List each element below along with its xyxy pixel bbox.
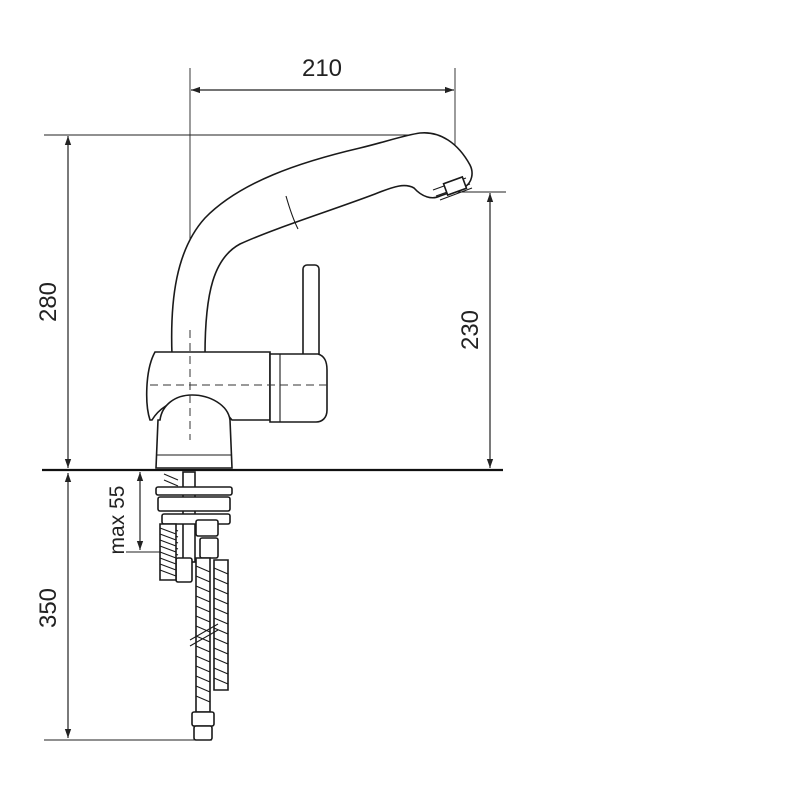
dimension-total-height: 280 [35,134,410,468]
cartridge-housing [269,353,328,423]
dimension-width-label: 210 [302,55,342,82]
mounting-assembly [155,471,233,583]
faucet [145,132,473,469]
dimension-width: 210 [189,55,456,418]
dimension-total-height-label: 280 [35,282,62,322]
dimension-spout-height: 230 [440,191,506,468]
aerator-tip [442,175,468,197]
hose-connector [191,711,215,727]
lever-handle [302,264,320,366]
hoses [159,523,229,741]
dimension-hose-length: 350 [35,473,212,741]
fixing-nut [157,496,231,512]
dimension-spout-height-label: 230 [457,310,484,350]
dimension-hose-length-label: 350 [35,588,62,628]
spout-head-joint [285,195,299,230]
dimension-max-thickness-label: max 55 [106,486,129,555]
faucet-base [155,394,233,469]
spout [170,132,473,356]
fixing-washer [155,486,233,496]
